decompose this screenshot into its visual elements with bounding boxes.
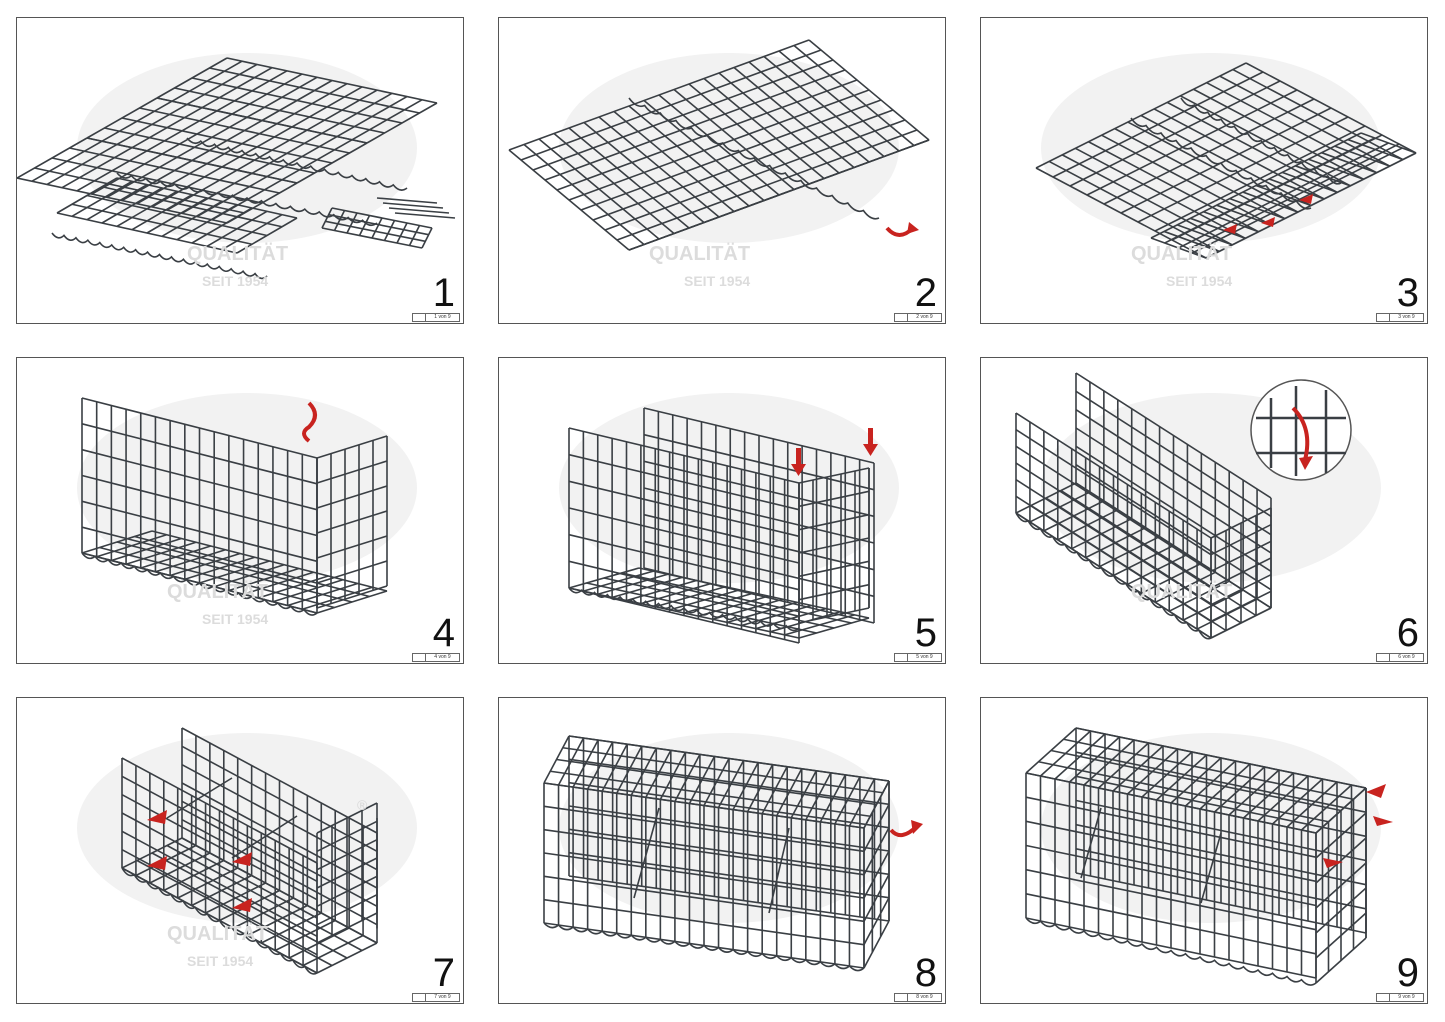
watermark-since: SEIT 1954 (202, 611, 268, 627)
back-and-side-wall-illustration: QUALITÄT SEIT 1954 (77, 393, 417, 627)
step-number: 8 (914, 951, 937, 995)
page-indicator: 6 von 9 (1376, 653, 1424, 662)
watermark-since: SEIT 1954 (202, 273, 268, 289)
watermark-since: SEIT 1954 (684, 273, 750, 289)
step-panel-5: 5 5 von 9 (498, 357, 946, 664)
page-indicator: 1 von 9 (412, 313, 460, 322)
page-indicator: 2 von 9 (894, 313, 942, 322)
step-number: 6 (1396, 611, 1419, 655)
step-panel-9: 9 9 von 9 (980, 697, 1428, 1004)
page-indicator: 7 von 9 (412, 993, 460, 1002)
step-number: 9 (1396, 951, 1419, 995)
step-panel-2: QUALITÄT SEIT 1954 2 2 von 9 (498, 17, 946, 324)
step-number: 5 (914, 611, 937, 655)
front-and-divider-wall-illustration (559, 393, 899, 644)
page-indicator: 8 von 9 (894, 993, 942, 1002)
connected-base-mesh-illustration: QUALITÄT SEIT 1954 (1035, 53, 1417, 289)
detail-magnifier (1250, 379, 1352, 481)
watermark-quality: QUALITÄT (167, 922, 268, 945)
step-panel-3: QUALITÄT SEIT 1954 3 3 von 9 (980, 17, 1428, 324)
page-indicator: 3 von 9 (1376, 313, 1424, 322)
spacer-clips-illustration: QUALITÄT SEIT 1954 ® (77, 727, 417, 975)
step-panel-7: QUALITÄT SEIT 1954 ® 7 7 von 9 (16, 697, 464, 1004)
divider-insertion-illustration: QUALITÄT (1015, 372, 1381, 640)
step-panel-8: 8 8 von 9 (498, 697, 946, 1004)
step-number: 7 (432, 951, 455, 995)
step-number: 4 (432, 611, 455, 655)
watermark-quality: QUALITÄT (1131, 242, 1232, 265)
step-panel-1: QUALITÄT SEIT 1954 1 1 von 9 (16, 17, 464, 324)
watermark-registered: ® (357, 797, 368, 813)
step-number: 1 (432, 271, 455, 315)
step-panel-6: QUALITÄT 6 6 von 9 (980, 357, 1428, 664)
flat-base-mesh-illustration: QUALITÄT SEIT 1954 (508, 39, 930, 289)
finished-gabion-illustration (1025, 727, 1393, 986)
watermark-quality: QUALITÄT (167, 580, 268, 603)
watermark-quality: QUALITÄT (1131, 580, 1232, 603)
page-indicator: 4 von 9 (412, 653, 460, 662)
watermark-since: SEIT 1954 (1166, 273, 1232, 289)
watermark-quality: QUALITÄT (649, 242, 750, 265)
page-indicator: 5 von 9 (894, 653, 942, 662)
closed-basket-illustration (543, 733, 923, 972)
step-panel-4: QUALITÄT SEIT 1954 4 4 von 9 (16, 357, 464, 664)
flat-mesh-panels-illustration: QUALITÄT SEIT 1954 (17, 53, 456, 289)
step-number: 3 (1396, 271, 1419, 315)
step-number: 2 (914, 271, 937, 315)
watermark-quality: QUALITÄT (187, 242, 288, 265)
page-indicator: 9 von 9 (1376, 993, 1424, 1002)
watermark-since: SEIT 1954 (187, 953, 253, 969)
